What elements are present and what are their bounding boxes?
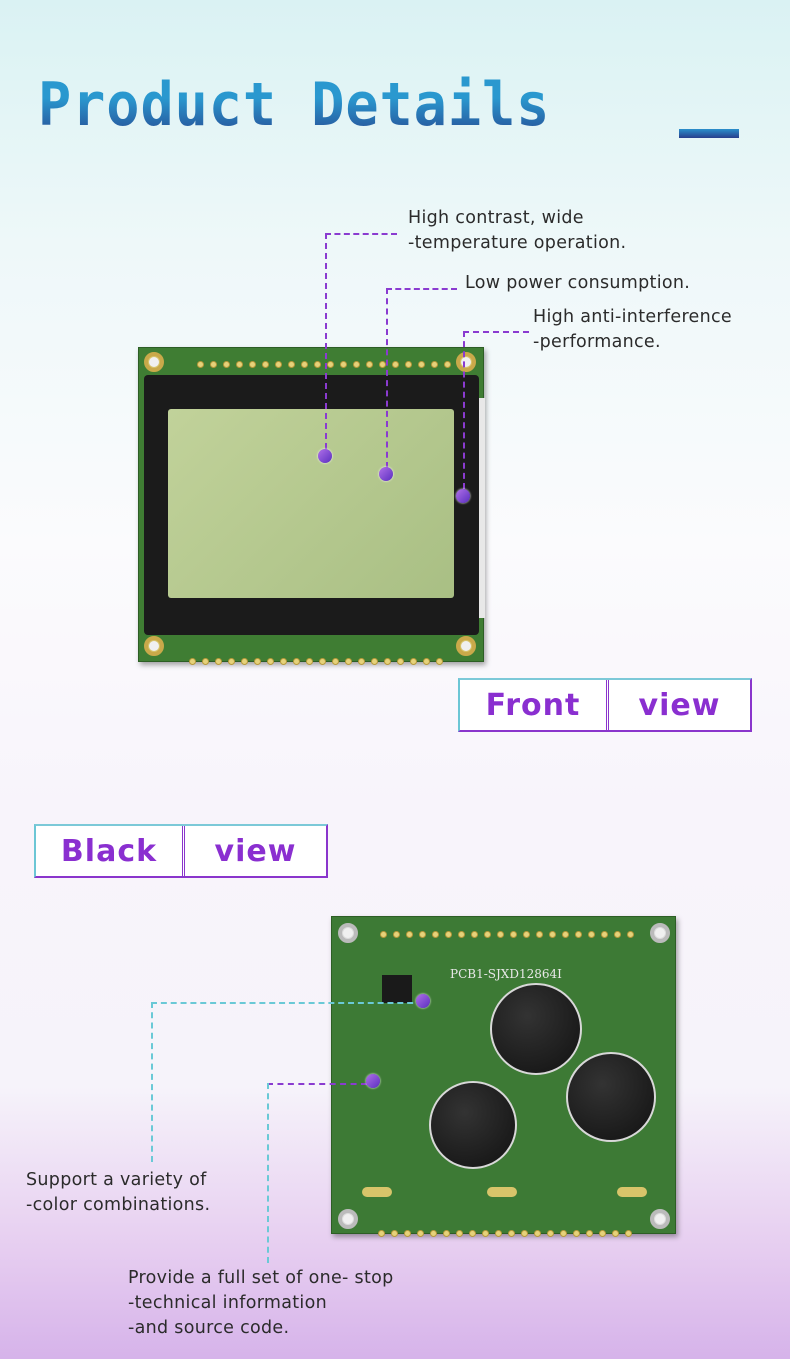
page-title: Product Details [38, 70, 551, 140]
callout-text: Support a variety of [26, 1170, 207, 1190]
callout-dot [366, 1074, 380, 1088]
callout-color-combinations: Support a variety of -color combinations… [26, 1168, 210, 1218]
label-left: Black [60, 833, 158, 869]
label-left: Front [485, 687, 581, 723]
chip-u1 [566, 1052, 656, 1142]
callout-text: -and source code. [128, 1318, 290, 1338]
callout-text: -technical information [128, 1293, 327, 1313]
callout-dot [318, 449, 332, 463]
lcd-screen [168, 409, 454, 598]
callout-text: Provide a full set of one- stop [128, 1268, 394, 1288]
callout-low-power: Low power consumption. [465, 271, 690, 296]
chip-u3 [429, 1081, 517, 1169]
label-right: view [182, 826, 326, 876]
lcd-front-image [138, 347, 485, 665]
callout-dot [416, 994, 430, 1008]
pcb-marking: PCB1-SJXD12864I [450, 967, 562, 981]
callout-text: High contrast, wide [408, 208, 584, 228]
front-view-label: Front view [458, 678, 752, 732]
callout-text: Low power consumption. [465, 273, 691, 293]
callout-text: -temperature operation. [408, 233, 627, 253]
lcd-back-image: PCB1-SJXD12864I [331, 916, 676, 1237]
callout-text: High anti-interference [533, 307, 732, 327]
back-view-label: Black view [34, 824, 328, 878]
callout-dot [379, 467, 393, 481]
chip-u2 [490, 983, 582, 1075]
callout-anti-interference: High anti-interference -performance. [533, 305, 732, 355]
title-accent-bar [679, 129, 739, 138]
callout-text: -color combinations. [26, 1195, 211, 1215]
callout-technical-info: Provide a full set of one- stop -technic… [128, 1266, 394, 1341]
callout-text: -performance. [533, 332, 661, 352]
callout-high-contrast: High contrast, wide -temperature operati… [408, 206, 626, 256]
callout-dot [456, 489, 470, 503]
label-right: view [606, 680, 750, 730]
